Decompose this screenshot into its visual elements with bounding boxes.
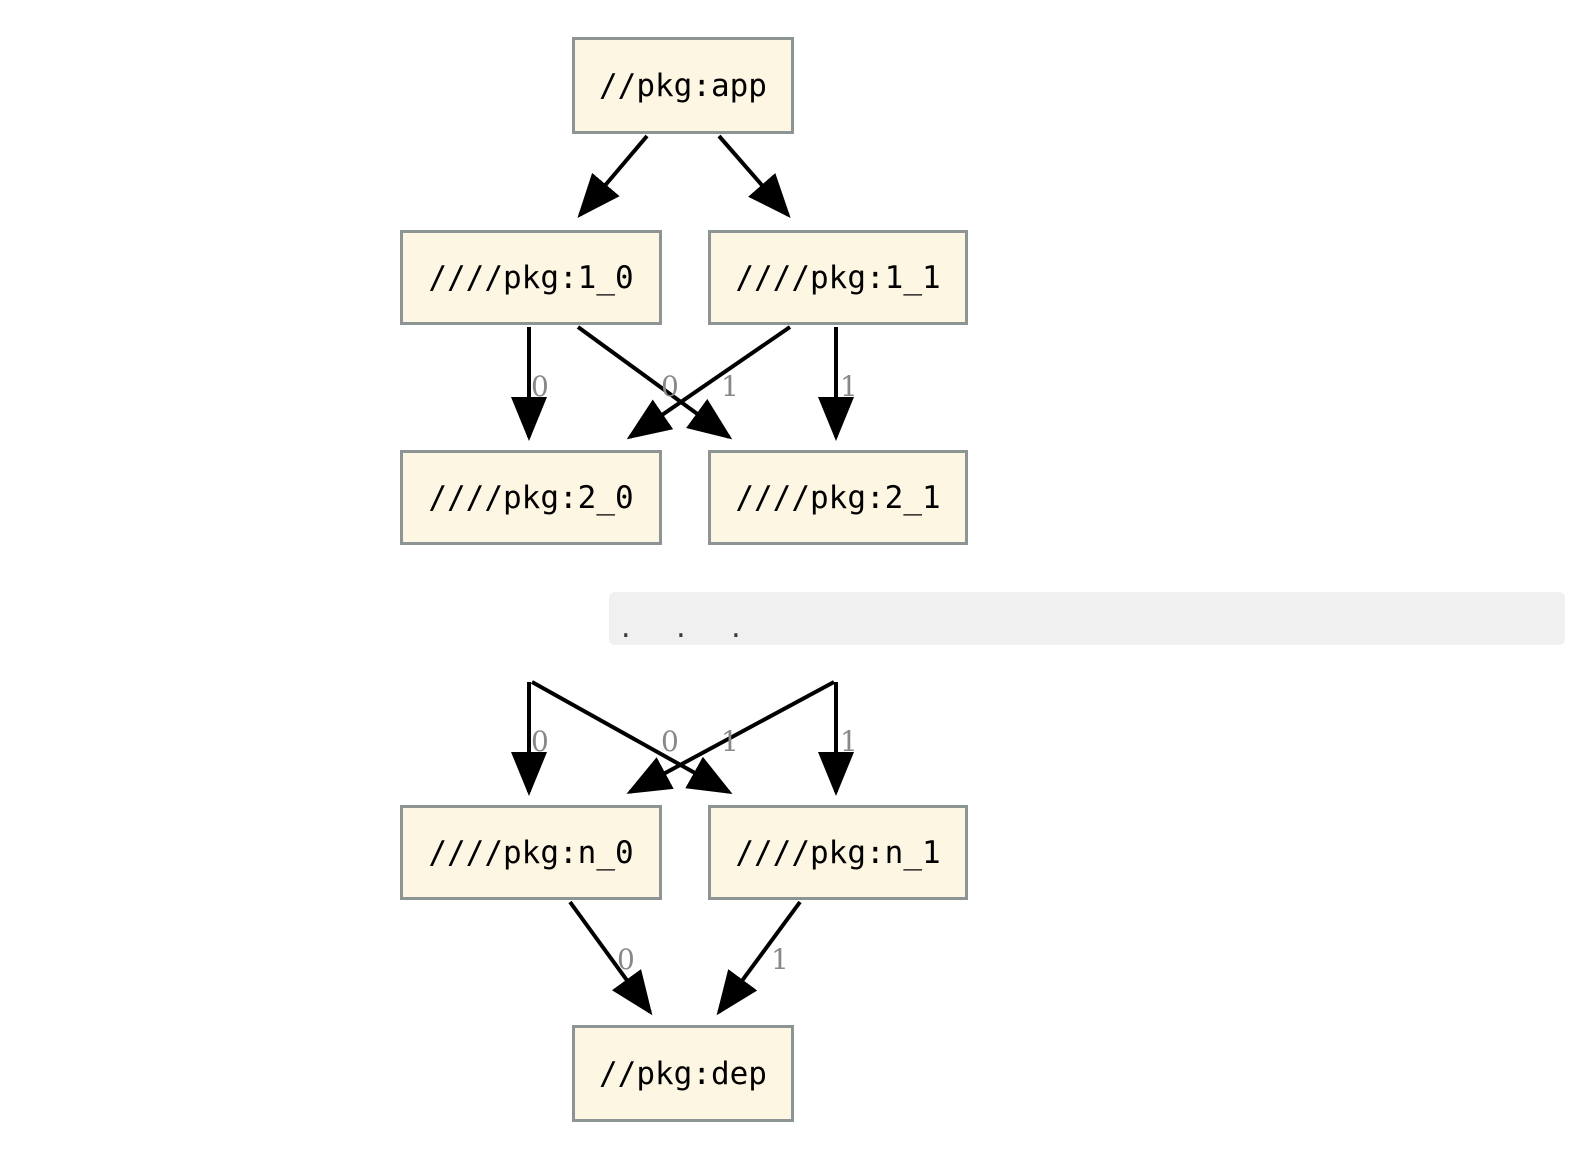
edge-label-1_0-to-2_0: 0 (531, 370, 549, 403)
edge-1_1-to-2_0 (626, 325, 792, 440)
node-pkg-app[interactable]: //pkg:app (572, 37, 794, 134)
edge-label-1_1-to-2_0: 1 (721, 370, 739, 403)
node-label: ////pkg:n_0 (428, 834, 634, 871)
node-label: ////pkg:2_1 (735, 479, 941, 516)
node-pkg-1_1[interactable]: ////pkg:1_1 (708, 230, 968, 325)
edge-hidden-to-n_1 (531, 680, 733, 794)
edge-app-to-1_0 (577, 134, 649, 219)
edge-1_0-to-2_1 (576, 325, 733, 440)
node-label: ////pkg:1_1 (735, 259, 941, 296)
edge-label-n_0-to-dep: 0 (617, 943, 635, 976)
edge-label-hidden-to-n_0-alt: 1 (721, 725, 739, 758)
edge-label-hidden-to-n_1: 0 (661, 725, 679, 758)
edge-label-1_0-to-2_1: 0 (661, 370, 679, 403)
node-label: ////pkg:2_0 (428, 479, 634, 516)
node-label: ////pkg:1_0 (428, 259, 634, 296)
edge-label-hidden-to-n_0: 0 (531, 725, 549, 758)
ellipsis-label: . . . (621, 609, 759, 645)
edge-n_1-to-dep (716, 900, 802, 1016)
node-label: ////pkg:n_1 (735, 834, 941, 871)
collapsed-levels-band[interactable]: . . . (609, 592, 1565, 645)
node-label: //pkg:app (599, 67, 767, 104)
node-pkg-1_0[interactable]: ////pkg:1_0 (400, 230, 662, 325)
edge-hidden-alt-to-n_0 (626, 680, 835, 794)
edge-label-hidden-to-n_1-alt: 1 (840, 725, 858, 758)
node-label: //pkg:dep (599, 1055, 767, 1092)
edge-label-n_1-to-dep: 1 (771, 943, 789, 976)
node-pkg-n_0[interactable]: ////pkg:n_0 (400, 805, 662, 900)
node-pkg-2_1[interactable]: ////pkg:2_1 (708, 450, 968, 545)
edge-app-to-1_1 (717, 134, 791, 219)
node-pkg-dep[interactable]: //pkg:dep (572, 1025, 794, 1122)
edge-label-1_1-to-2_1: 1 (840, 370, 858, 403)
node-pkg-n_1[interactable]: ////pkg:n_1 (708, 805, 968, 900)
node-pkg-2_0[interactable]: ////pkg:2_0 (400, 450, 662, 545)
edge-n_0-to-dep (568, 900, 653, 1016)
